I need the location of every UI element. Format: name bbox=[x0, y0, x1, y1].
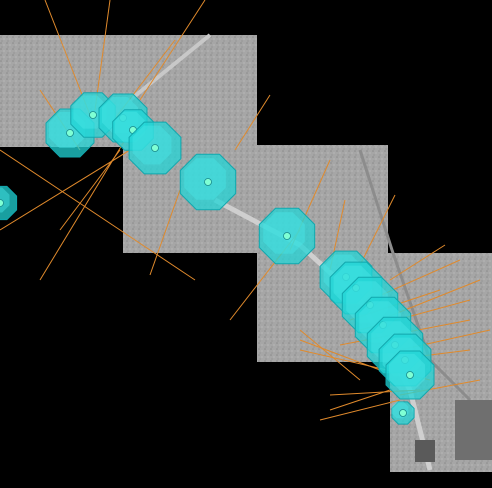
view-ray bbox=[149, 189, 181, 276]
view-ray bbox=[329, 389, 391, 411]
view-ray bbox=[94, 0, 111, 111]
camera-marker-7[interactable] bbox=[179, 153, 237, 211]
view-ray bbox=[389, 244, 446, 281]
camera-marker-8[interactable] bbox=[258, 207, 316, 265]
view-ray bbox=[0, 149, 196, 281]
marker-layer bbox=[0, 92, 435, 425]
building bbox=[415, 440, 435, 462]
view-ray bbox=[59, 149, 121, 231]
view-ray bbox=[139, 0, 206, 101]
view-ray bbox=[39, 139, 126, 281]
camera-marker-6[interactable] bbox=[128, 121, 182, 175]
camera-marker-16[interactable] bbox=[391, 401, 415, 425]
view-ray bbox=[0, 149, 131, 231]
road-segment bbox=[128, 33, 212, 102]
camera-marker-15[interactable] bbox=[385, 350, 435, 400]
view-ray bbox=[234, 94, 271, 151]
building bbox=[455, 400, 492, 460]
imagery-layer bbox=[0, 35, 492, 472]
camera-marker-1[interactable] bbox=[0, 185, 18, 221]
view-ray bbox=[319, 399, 401, 421]
view-ray bbox=[299, 339, 381, 371]
road-segment bbox=[358, 149, 472, 402]
view-ray bbox=[299, 329, 361, 381]
view-ray bbox=[359, 194, 396, 266]
